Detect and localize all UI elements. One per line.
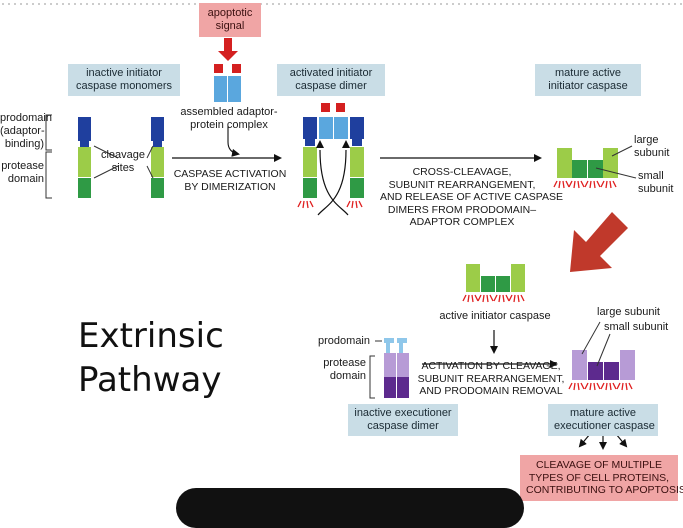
initiator-monomer-2 [151, 117, 164, 198]
active-initiator-caspase [462, 264, 525, 303]
mature-executioner-caspase [568, 321, 635, 391]
large-subunit-label-1: large subunit [634, 134, 670, 159]
apoptotic-signal-box: apoptotic signal [199, 3, 261, 37]
adaptor-complex-icon [214, 64, 241, 102]
cross-cleavage-label: CROSS-CLEAVAGE, SUBUNIT REARRANGEMENT, A… [380, 166, 564, 228]
activation-by-cleavage-label: ACTIVATION BY CLEAVAGE, SUBUNIT REARRANG… [417, 360, 565, 397]
inactive-executioner-label: inactive executioner caspase dimer [348, 404, 458, 436]
small-subunit-label-1: small subunit [638, 170, 674, 195]
cleavage-sites-label: cleavage sites [100, 149, 146, 174]
prodomain-label-2: prodomain [318, 335, 370, 347]
mature-executioner-label: mature active executioner caspase [548, 404, 658, 436]
top-dotted-border [0, 3, 683, 5]
protease-domain-label-2: protease domain [323, 357, 366, 382]
inactive-executioner-dimer [384, 338, 409, 398]
caspase-activation-label: CASPASE ACTIVATION BY DIMERIZATION [173, 168, 287, 193]
prodomain-label: prodomain (adaptor- binding) [0, 112, 52, 150]
signal-arrow [218, 38, 238, 61]
diagram-graphics [45, 38, 637, 450]
initiator-monomer-1 [78, 117, 91, 198]
big-down-arrow [570, 212, 628, 272]
mature-initiator-caspase [553, 145, 637, 189]
protease-domain-label: protease domain [1, 160, 44, 185]
adaptor-complex-label: assembled adaptor- protein complex [180, 106, 278, 131]
bracket-left [45, 114, 52, 199]
cleavage-result-box: CLEAVAGE OF MULTIPLE TYPES OF CELL PROTE… [520, 455, 683, 501]
large-subunit-label-2: large subunit [597, 306, 660, 318]
mature-initiator-label: mature active initiator caspase [535, 64, 641, 96]
inactive-monomers-label: inactive initiator caspase monomers [68, 64, 180, 96]
small-subunit-label-2: small subunit [604, 321, 669, 333]
bottom-dark-bar [176, 488, 524, 528]
extrinsic-pathway-title: Extrinsic Pathway [78, 316, 224, 400]
active-initiator-label: active initiator caspase [439, 310, 551, 322]
activated-dimer-label: activated initiator caspase dimer [277, 64, 385, 96]
activated-initiator-dimer [297, 103, 364, 216]
